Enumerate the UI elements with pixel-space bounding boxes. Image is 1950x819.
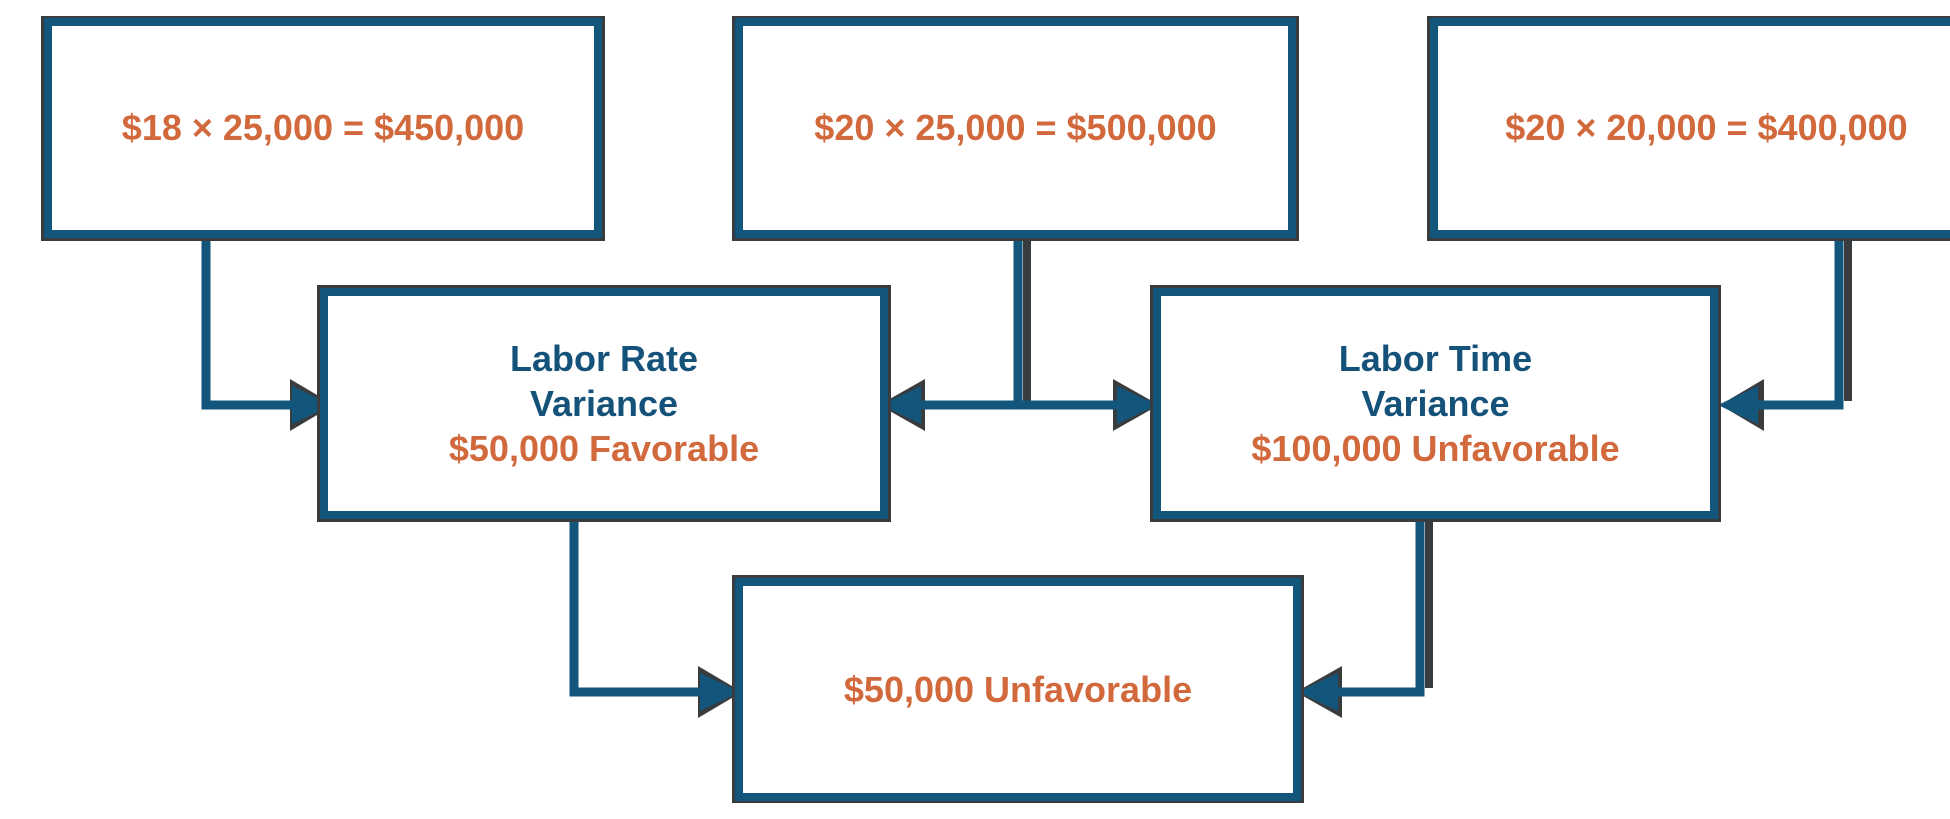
variance-title-line: Labor Rate (509, 338, 699, 379)
arrow-into-rate-right-icon (881, 386, 921, 424)
variance-title-line: Variance (529, 383, 679, 424)
variance-title-line: Labor Time (1338, 338, 1533, 379)
connector-lines (201, 234, 1852, 718)
box-actual-rate-actual-hours: $18 × 25,000 = $450,000 (41, 16, 605, 241)
total-variance-amount: $50,000 Unfavorable (843, 669, 1193, 710)
connector-time-to-total (1332, 515, 1425, 697)
box-labor-rate-variance: Labor Rate Variance $50,000 Favorable (317, 285, 891, 522)
connector-top-left-to-rate (201, 234, 298, 410)
variance-title-line: Variance (1361, 383, 1510, 424)
labor-variance-diagram: $18 × 25,000 = $450,000 $20 × 25,000 = $… (40, 16, 1950, 803)
formula-text: $20 × 25,000 = $500,000 (814, 107, 1217, 148)
arrow-into-total-right-icon (1298, 673, 1338, 711)
formula-text: $20 × 20,000 = $400,000 (1505, 107, 1908, 148)
box-labor-time-variance: Labor Time Variance $100,000 Unfavorable (1150, 285, 1721, 522)
variance-amount: $100,000 Unfavorable (1251, 428, 1620, 469)
formula-text: $18 × 25,000 = $450,000 (121, 107, 525, 148)
arrow-into-total-left-icon (700, 673, 740, 711)
box-standard-rate-actual-hours: $20 × 25,000 = $500,000 (732, 16, 1299, 241)
connector-top-right-to-time (1752, 234, 1844, 410)
connector-rate-to-total (569, 515, 706, 697)
arrow-into-rate-left-icon (292, 386, 332, 424)
arrow-into-time-right-icon (1718, 386, 1758, 424)
box-total-variance: $50,000 Unfavorable (732, 575, 1304, 803)
arrow-into-time-left-icon (1117, 386, 1157, 424)
box-standard-rate-standard-hours: $20 × 20,000 = $400,000 (1427, 16, 1950, 241)
variance-amount: $50,000 Favorable (448, 428, 760, 469)
